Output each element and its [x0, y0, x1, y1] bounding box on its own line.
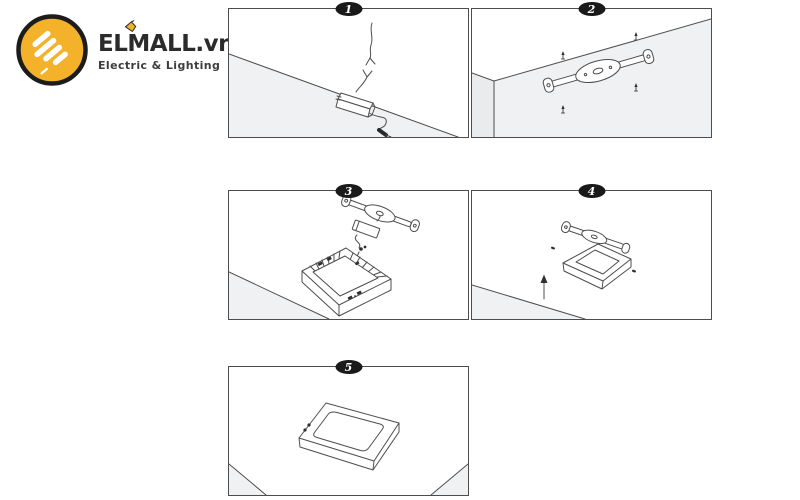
brand-logo: ELMALL.vn Electric & Lighting — [15, 13, 234, 87]
step-1-badge: 1 — [335, 2, 362, 16]
step-4-badge: 4 — [578, 184, 605, 198]
driver-wired-to-open-panel-frame-illustration — [229, 194, 420, 319]
mounting-bracket-screwed-to-ceiling-illustration — [472, 18, 711, 137]
step-panel-4: 4 — [471, 184, 712, 320]
step-panel-3: 3 — [228, 184, 469, 320]
step-panel-2: 2 — [471, 2, 712, 138]
brand-wordmark: ELMALL.vn — [98, 30, 234, 57]
brand-tagline: Electric & Lighting — [98, 59, 221, 73]
elmall-circle-stripes-icon — [16, 14, 88, 86]
step-3-badge: 3 — [335, 184, 362, 198]
step-2-badge: 2 — [578, 2, 605, 16]
step-panel-5: 5 — [228, 360, 469, 496]
surface-panel-installed-illustration — [229, 402, 468, 495]
pendant-lamp-icon — [124, 20, 137, 32]
panel-raised-onto-bracket-illustration — [472, 221, 636, 319]
ceiling-wires-and-led-driver-illustration — [229, 22, 459, 137]
step-panel-1: 1 — [228, 2, 469, 138]
step-5-badge: 5 — [335, 360, 362, 374]
brand-text-block: ELMALL.vn Electric & Lighting — [98, 20, 234, 73]
